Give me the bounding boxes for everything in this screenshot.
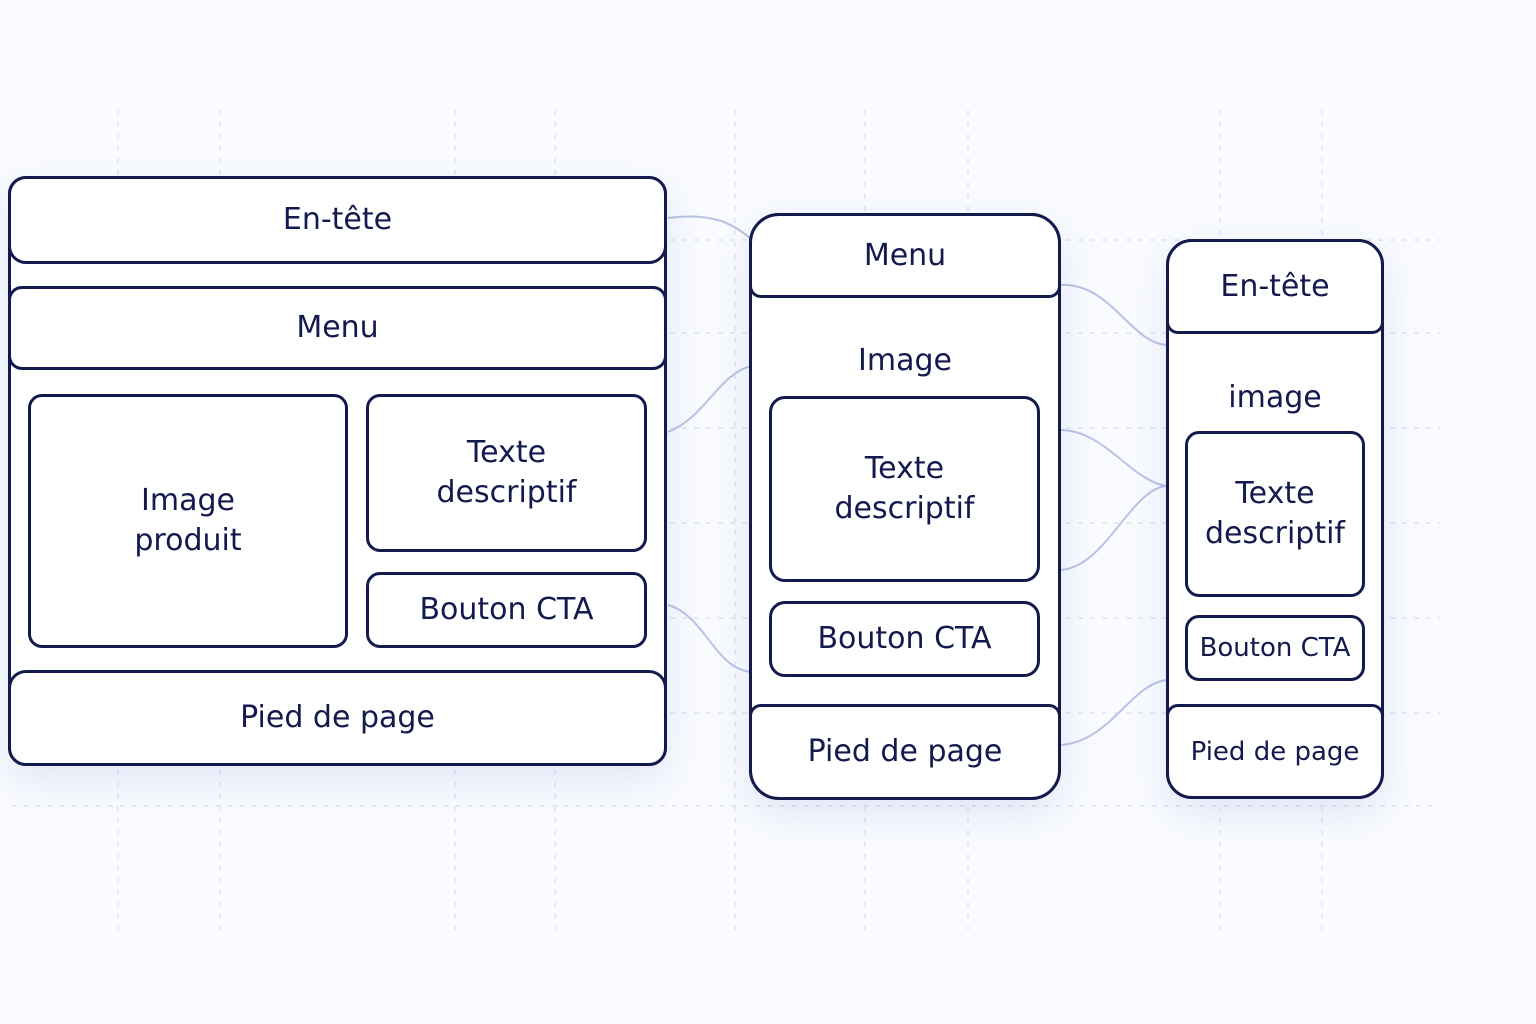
desktop-cta-button: Bouton CTA xyxy=(366,572,647,648)
tablet-image-label: Image xyxy=(858,343,952,378)
desktop-header: En-tête xyxy=(8,176,667,264)
mobile-description-text: Texte descriptif xyxy=(1185,431,1365,597)
desktop-footer: Pied de page xyxy=(8,670,667,766)
desktop-image-product: Image produit xyxy=(28,394,348,648)
mobile-image-label: image xyxy=(1228,380,1322,415)
mobile-cta-button: Bouton CTA xyxy=(1185,615,1365,681)
mobile-header: En-tête xyxy=(1166,239,1384,334)
tablet-menu: Menu xyxy=(749,213,1061,298)
desktop-menu: Menu xyxy=(8,286,667,370)
tablet-description-text: Texte descriptif xyxy=(769,396,1040,582)
desktop-description-text: Texte descriptif xyxy=(366,394,647,552)
tablet-cta-button: Bouton CTA xyxy=(769,601,1040,677)
mobile-footer: Pied de page xyxy=(1166,704,1384,799)
tablet-footer: Pied de page xyxy=(749,704,1061,800)
